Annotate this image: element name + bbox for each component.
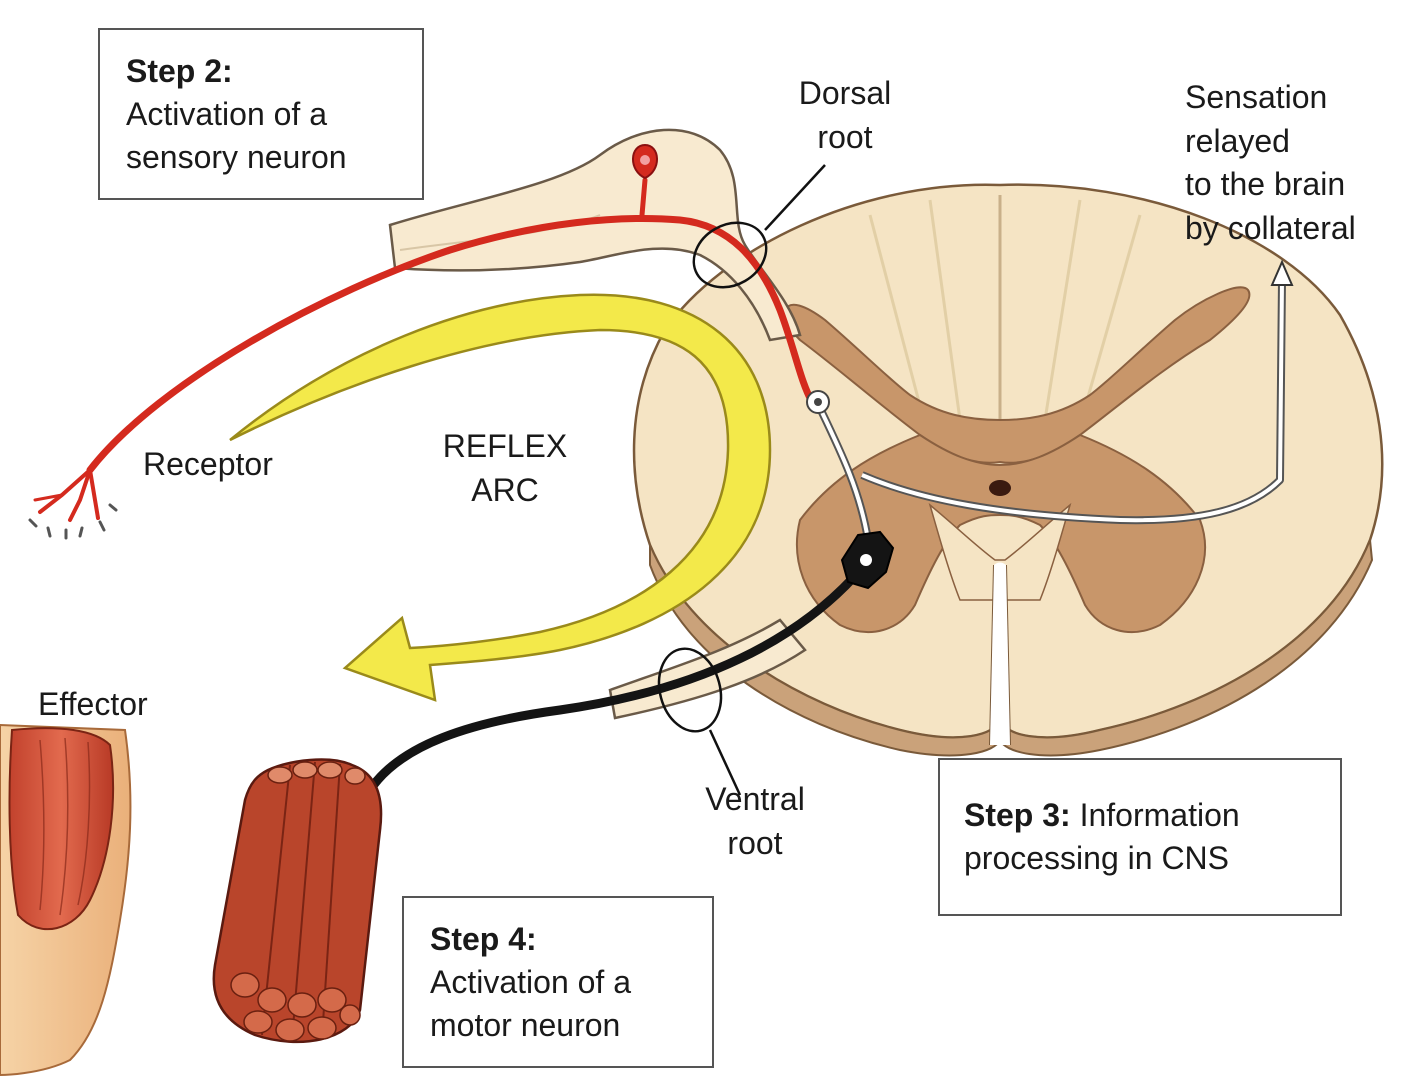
ventral-root-label-line-1: Ventral — [705, 781, 805, 817]
central-canal — [989, 480, 1011, 496]
sensory-neuron — [33, 177, 816, 522]
reflex-arc-label-line-1: REFLEX — [442, 428, 568, 464]
reflex-arc-label: REFLEX ARC — [420, 425, 590, 512]
step-2-box: Step 2: Activation of a sensory neuron — [98, 28, 424, 200]
sensation-label-line-2: relayed — [1185, 122, 1290, 159]
spinal-cord — [632, 183, 1384, 757]
step-3-heading: Step 3: — [964, 797, 1071, 833]
step-3-line-2: processing in CNS — [964, 839, 1229, 876]
step-4-box: Step 4: Activation of a motor neuron — [402, 896, 714, 1068]
sensation-label-line-4: by collateral — [1185, 209, 1356, 246]
sensation-relayed-label: Sensation relayed to the brain by collat… — [1185, 76, 1356, 250]
step-2-line-2: sensory neuron — [126, 138, 347, 175]
dorsal-root-label: Dorsal root — [770, 72, 920, 159]
receptor-label: Receptor — [143, 446, 273, 482]
step-4-heading: Step 4: — [430, 921, 537, 957]
reflex-arc-arrow — [229, 293, 772, 702]
interneuron — [806, 390, 872, 544]
step-4-line-2: motor neuron — [430, 1006, 621, 1043]
step-2-heading: Step 2: — [126, 53, 233, 89]
sensation-label-line-3: to the brain — [1185, 166, 1346, 203]
step-3-line-1: Information — [1079, 797, 1240, 833]
effector-arm — [0, 723, 132, 1077]
step-4-line-1: Activation of a — [430, 963, 631, 1000]
effector-label: Effector — [38, 686, 148, 722]
dorsal-root-label-line-2: root — [817, 118, 873, 155]
receptor-endings — [28, 503, 118, 540]
spinal-cord-gray-matter — [783, 286, 1251, 464]
ventral-root-label: Ventral root — [680, 778, 830, 865]
dorsal-root-label-line-1: Dorsal — [798, 75, 892, 111]
ventral-root-label-line-2: root — [727, 824, 783, 861]
leader-lines — [657, 164, 826, 796]
step-3-box: Step 3: Information processing in CNS — [938, 758, 1342, 916]
ascending-collateral — [860, 259, 1294, 525]
sensation-label-line-1: Sensation — [1185, 79, 1328, 115]
step-2-line-1: Activation of a — [126, 95, 327, 132]
reflex-arc-label-line-2: ARC — [471, 471, 539, 508]
collateral-arrowhead — [1270, 259, 1294, 286]
muscle-bundle — [212, 758, 383, 1044]
